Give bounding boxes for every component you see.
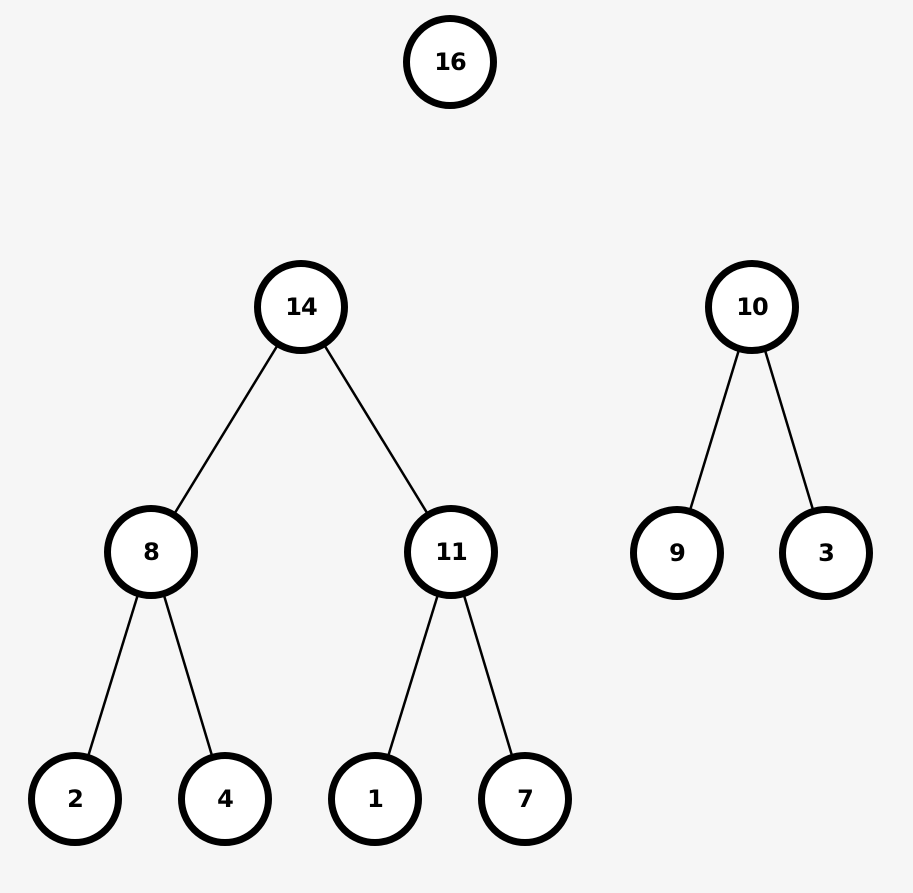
node-value: 11 [435, 538, 467, 566]
node-value: 7 [517, 785, 534, 813]
tree-node-1: 1 [328, 752, 422, 846]
node-value: 10 [736, 293, 768, 321]
tree-node-2: 2 [28, 752, 122, 846]
node-value: 8 [143, 538, 160, 566]
node-value: 3 [818, 539, 835, 567]
node-value: 1 [367, 785, 384, 813]
node-value: 9 [669, 539, 686, 567]
tree-node-14: 14 [254, 260, 348, 354]
node-value: 14 [285, 293, 317, 321]
tree-node-7: 7 [478, 752, 572, 846]
edge-14-8 [149, 306, 303, 553]
node-value: 2 [67, 785, 84, 813]
tree-node-10: 10 [705, 260, 799, 354]
node-value: 4 [217, 785, 234, 813]
node-value: 16 [434, 48, 466, 76]
tree-node-9: 9 [630, 506, 724, 600]
tree-node-3: 3 [779, 506, 873, 600]
tree-node-16: 16 [403, 15, 497, 109]
tree-node-4: 4 [178, 752, 272, 846]
tree-node-11: 11 [404, 505, 498, 599]
tree-node-8: 8 [104, 505, 198, 599]
